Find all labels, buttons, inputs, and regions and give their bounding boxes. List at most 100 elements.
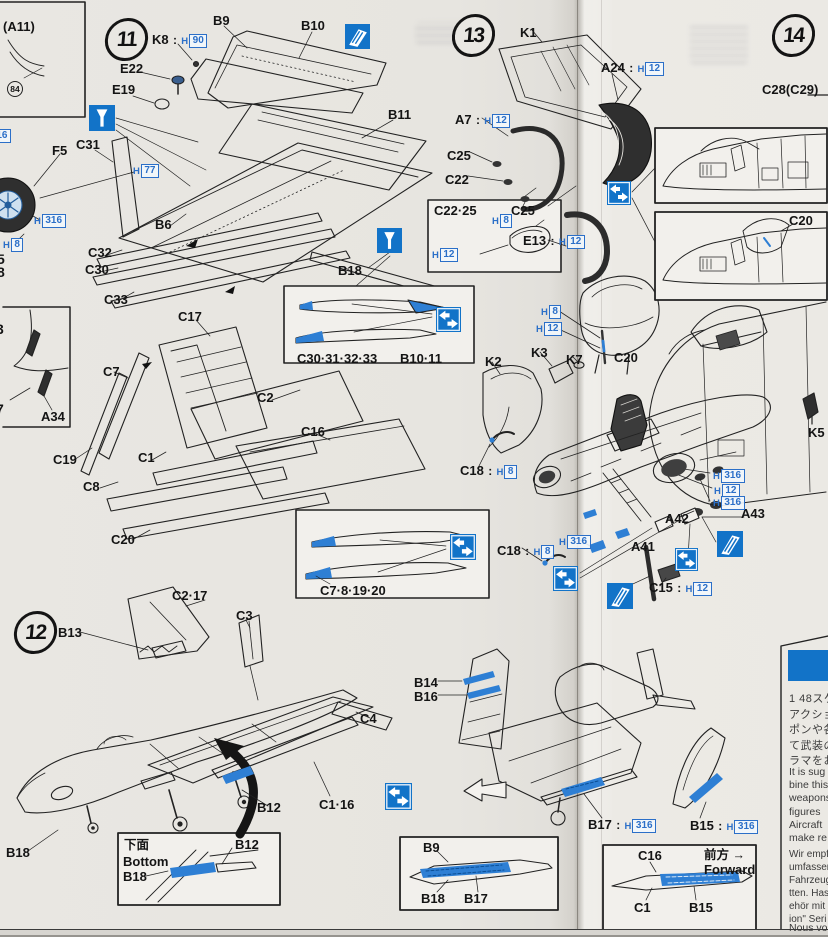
part-id: 前方 →	[704, 848, 745, 862]
part-label: B15	[689, 901, 713, 915]
paint-brand-letter: H	[484, 116, 492, 127]
paint-brand-letter: H	[637, 64, 645, 75]
part-id: C1·16	[319, 797, 355, 812]
part-label: C8	[83, 480, 100, 494]
info-text-line: Aircraft	[789, 818, 823, 831]
part-label: C20	[789, 214, 813, 228]
part-label: C1·16	[319, 798, 354, 812]
sheet-bottom-edge	[0, 935, 828, 937]
part-id: C20	[111, 532, 135, 547]
part-label: 3	[0, 322, 4, 337]
part-label: B18	[338, 264, 362, 278]
part-label: B6	[155, 218, 172, 232]
sheet-bottom-rule	[0, 929, 828, 936]
part-label: E19	[112, 83, 135, 97]
paint-number-box: 12	[439, 247, 458, 262]
part-label: C22	[445, 173, 469, 187]
paint-number-box: 316	[41, 213, 66, 228]
paint-brand-letter: H	[492, 216, 499, 227]
part-id: 5	[0, 251, 5, 267]
part-id: K7	[566, 352, 583, 367]
part-label: (A11)	[3, 20, 35, 34]
part-id: K1	[520, 25, 537, 40]
symmetry-arrows-icon	[607, 181, 631, 205]
part-label: C25	[511, 204, 535, 218]
label-colon: :	[521, 544, 533, 558]
part-label: C25	[447, 149, 471, 163]
paint-number-box: 12	[566, 234, 585, 249]
symmetry-arrows-icon	[385, 783, 412, 810]
info-text-line: bine this	[789, 779, 828, 792]
part-id: C18	[497, 543, 521, 558]
part-label: C20	[614, 351, 638, 365]
part-id: C7·8·19·20	[320, 583, 386, 598]
step11-wing-art	[15, 25, 439, 541]
paint-brand-letter: H	[713, 498, 720, 509]
paint-number-box: 8	[499, 213, 513, 228]
part-label: C17	[178, 310, 202, 324]
part-label: C7	[103, 365, 120, 379]
part-id: B9	[423, 840, 440, 855]
paint-number-box: 8	[504, 464, 517, 479]
part-id: C2	[257, 390, 274, 405]
part-label: B9	[423, 841, 440, 855]
part-id: B18	[338, 263, 362, 278]
info-text-line: make re	[789, 832, 827, 844]
info-text-line: ion" Seri	[789, 914, 827, 925]
part-id: 下面	[124, 838, 150, 852]
part-label: F5	[52, 144, 67, 158]
part-id: C28(C29)	[762, 82, 819, 97]
part-id: B18	[123, 869, 147, 884]
cement-applicator-icon	[89, 105, 115, 131]
part-id: E22	[120, 61, 144, 76]
cement-applicator-icon	[377, 228, 402, 253]
paint-number-box: 8	[10, 237, 24, 252]
paint-number-box: 316	[734, 819, 759, 834]
step12-tail-attach-art	[437, 648, 726, 826]
part-label: B16	[414, 690, 438, 704]
part-label: Forward	[704, 863, 755, 877]
label-colon: :	[169, 33, 181, 47]
part-label: C30·31·32·33	[297, 352, 377, 366]
part-id: B15	[689, 900, 713, 915]
paint-brand-letter: H	[181, 36, 189, 47]
part-id: C25	[511, 203, 535, 218]
part-id: Bottom	[123, 854, 169, 869]
part-id: 84	[10, 83, 20, 94]
part-id: C16	[301, 424, 325, 439]
paint-brand-letter: H	[713, 471, 720, 482]
paint-number-box: 8	[548, 304, 562, 319]
info-text-line: tten. Has	[789, 888, 828, 899]
part-label: C1	[138, 451, 155, 465]
part-label: C19	[53, 453, 77, 467]
ink-bleed-smudge	[690, 24, 748, 64]
info-text-line: umfassen	[789, 862, 828, 873]
paint-brand-letter: H	[558, 237, 566, 248]
part-id: B18	[421, 891, 445, 906]
part-id: K2	[485, 354, 502, 369]
paint-number-box: 12	[645, 61, 664, 76]
part-label: Bottom	[123, 855, 169, 869]
paint-code-label: H16	[0, 128, 11, 143]
part-label: A41	[631, 540, 655, 554]
paint-brand-letter: H	[34, 216, 41, 227]
part-label: C2	[257, 391, 274, 405]
part-id: K8	[152, 32, 169, 47]
part-id: B16	[414, 689, 438, 704]
part-label: C28(C29)	[762, 83, 818, 97]
part-label: C32	[88, 246, 112, 260]
info-text-line: It is sug	[789, 766, 826, 778]
symmetry-arrows-icon	[436, 307, 461, 332]
part-id: A43	[741, 506, 765, 521]
part-label: C16	[638, 849, 662, 863]
inset-blades-art	[145, 185, 753, 903]
